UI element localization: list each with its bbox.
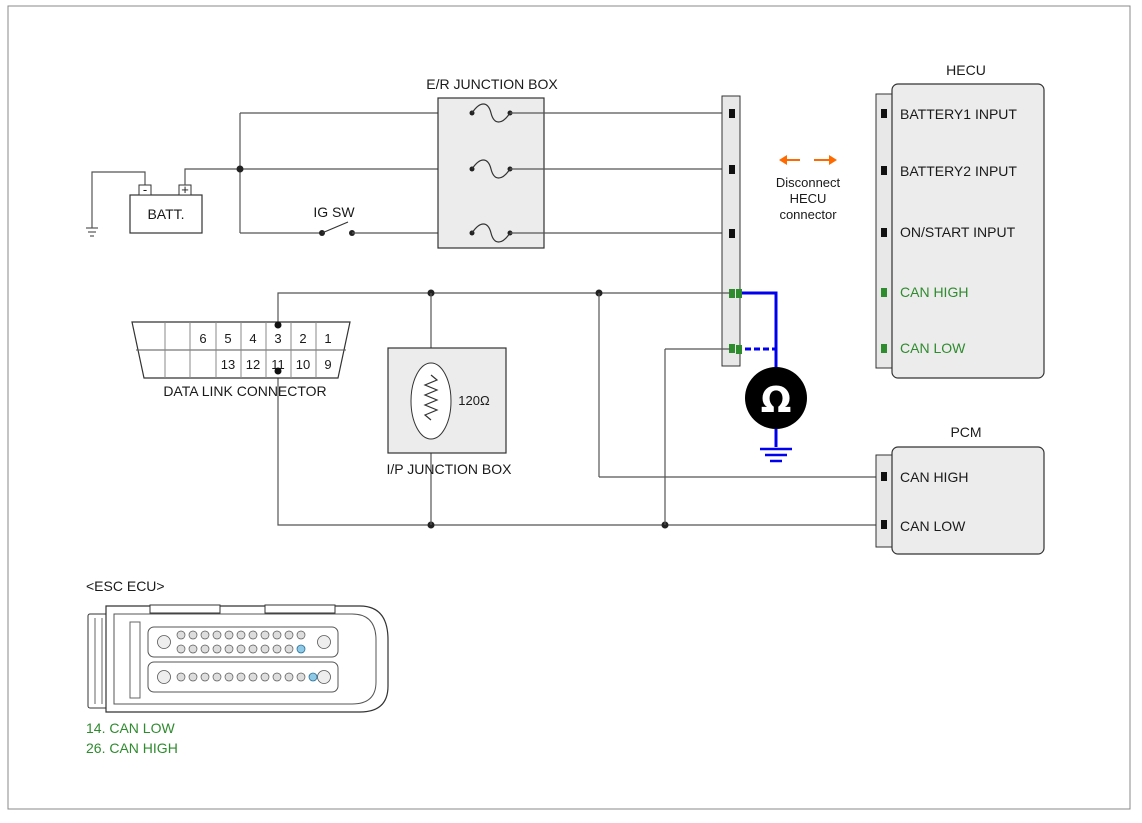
dlc-pin-3: 3 xyxy=(274,331,281,346)
dlc-pin-5: 5 xyxy=(224,331,231,346)
disconnect-note-line1: Disconnect xyxy=(776,175,841,190)
pcm-pin-can-low: CAN LOW xyxy=(900,518,966,534)
resistor-value: 120Ω xyxy=(458,393,490,408)
dlc-pin-11: 11 xyxy=(271,357,285,372)
ground-icon xyxy=(760,447,792,463)
er-junction-box-body xyxy=(437,97,545,249)
hecu-pin-can-low: CAN LOW xyxy=(900,340,966,356)
ohmmeter: Ω xyxy=(736,289,807,463)
esc-note-can-low: 14. CAN LOW xyxy=(86,720,175,736)
pcm-body xyxy=(891,446,1045,555)
dlc-pin-6: 6 xyxy=(199,331,206,346)
esc-note-can-high: 26. CAN HIGH xyxy=(86,740,178,756)
esc-pin-26 xyxy=(308,672,318,682)
data-link-connector: 6 5 4 3 2 1 13 12 11 10 9 DATA LINK CONN… xyxy=(131,321,351,399)
diagram-frame xyxy=(7,5,1131,810)
hecu-body xyxy=(891,83,1045,379)
esc-ecu-title: <ESC ECU> xyxy=(86,578,165,594)
ig-switch: IG SW xyxy=(313,204,355,236)
battery-box xyxy=(129,194,203,234)
battery-neg-label: - xyxy=(143,182,147,197)
dlc-pin-13: 13 xyxy=(221,357,235,372)
dlc-pin-2: 2 xyxy=(299,331,306,346)
dlc-pin-10: 10 xyxy=(296,357,310,372)
resistor-icon xyxy=(423,374,439,421)
pcm: PCM CAN HIGH CAN LOW xyxy=(875,424,1045,555)
fuse-icon xyxy=(469,159,513,179)
ip-junction-box: 120Ω I/P JUNCTION BOX xyxy=(387,347,513,477)
fuse-icon xyxy=(469,223,513,243)
esc-ecu: <ESC ECU> 14. CAN LOW 26. CAN xyxy=(86,578,389,756)
dlc-title: DATA LINK CONNECTOR xyxy=(163,383,326,399)
esc-pin-14 xyxy=(296,644,306,654)
dlc-pin-1: 1 xyxy=(324,331,331,346)
dlc-pin-4: 4 xyxy=(249,331,256,346)
hecu-title: HECU xyxy=(946,62,986,78)
disconnect-note-line2: HECU xyxy=(790,191,827,206)
disconnect-note-line3: connector xyxy=(779,207,837,222)
hecu-pin-on-start: ON/START INPUT xyxy=(900,224,1016,240)
hecu-pin-battery1: BATTERY1 INPUT xyxy=(900,106,1017,122)
ip-junction-box-body xyxy=(387,347,507,454)
ip-junction-box-title: I/P JUNCTION BOX xyxy=(387,461,513,477)
pcm-title: PCM xyxy=(950,424,981,440)
battery-label: BATT. xyxy=(147,206,184,222)
dlc-pin-9: 9 xyxy=(324,357,331,372)
hecu-pin-battery2: BATTERY2 INPUT xyxy=(900,163,1017,179)
er-junction-box: E/R JUNCTION BOX xyxy=(426,76,558,249)
er-junction-box-title: E/R JUNCTION BOX xyxy=(426,76,558,92)
disconnect-note: Disconnect HECU connector xyxy=(776,155,841,222)
fuse-icon xyxy=(469,103,513,123)
ig-switch-label: IG SW xyxy=(313,204,355,220)
ohm-symbol: Ω xyxy=(761,380,792,421)
hecu: HECU BATTERY1 INPUT BATTERY2 INPUT ON/ST… xyxy=(875,62,1045,379)
hecu-harness-connector xyxy=(721,95,741,367)
esc-ecu-connector-icon xyxy=(87,604,389,713)
pcm-pin-can-high: CAN HIGH xyxy=(900,469,968,485)
battery-pos-label: + xyxy=(181,182,189,197)
ohm-meter-icon xyxy=(745,367,807,429)
dlc-pin-12: 12 xyxy=(246,357,260,372)
hecu-pin-can-high: CAN HIGH xyxy=(900,284,968,300)
